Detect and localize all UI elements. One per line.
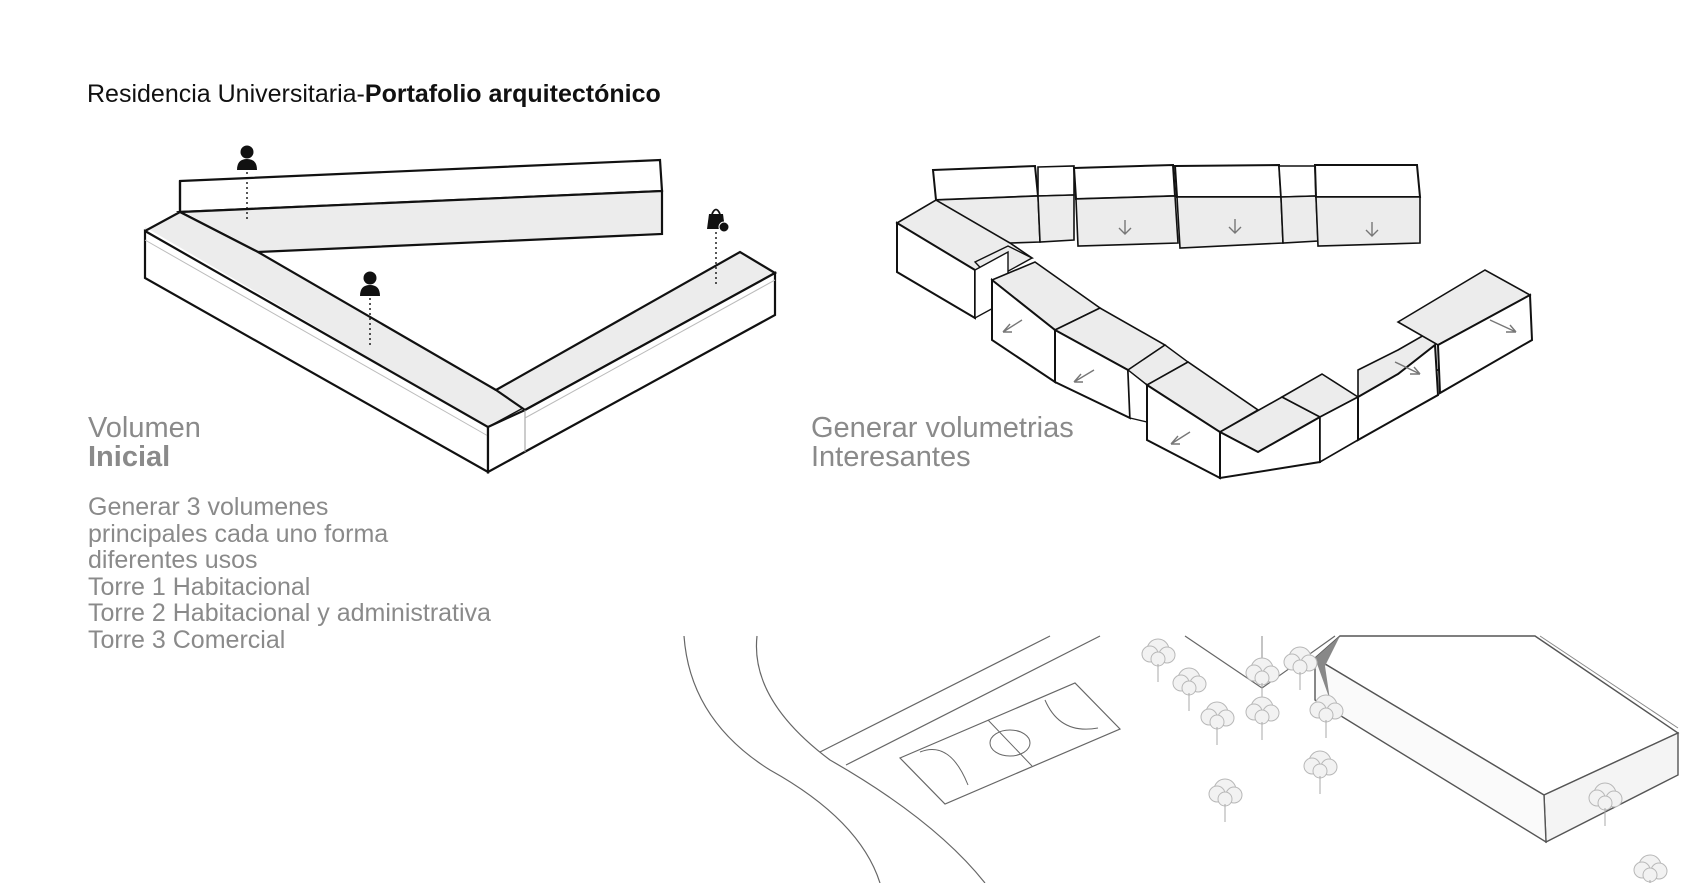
description-line: Torre 3 Comercial — [88, 625, 286, 654]
initial-volume-description: Generar 3 volumenes principales cada uno… — [88, 494, 491, 653]
initial-volume-diagram — [143, 145, 778, 474]
tower-2-volume — [143, 181, 526, 474]
title-bold: Portafolio arquitectónico — [364, 80, 661, 108]
page-title: Residencia Universitaria-Portafolio arqu… — [87, 80, 661, 109]
person-icon — [360, 271, 380, 348]
caption-line-2: Interesantes — [811, 441, 971, 473]
caption-line-1: Volumen — [88, 412, 201, 444]
site-plan — [683, 635, 1680, 883]
caption-line-2: Inicial — [88, 441, 171, 473]
person-icon — [237, 145, 257, 222]
tower-1-volume — [175, 158, 664, 254]
site-building — [1313, 635, 1680, 844]
right-diagonal-modules — [1218, 269, 1534, 480]
basketball-court — [898, 682, 1122, 805]
initial-volume-caption: Volumen Inicial — [88, 414, 201, 472]
articulated-volume-caption: Generar volumetrias Interesantes — [811, 414, 1074, 472]
description-line: diferentes usos — [88, 546, 258, 574]
title-regular: Residencia Universitaria- — [87, 80, 365, 108]
description-line: Torre 1 Habitacional — [88, 572, 311, 601]
caption-line-1: Generar volumetrias — [811, 412, 1074, 444]
top-bar-modules — [931, 163, 1422, 249]
tower-3-volume — [486, 250, 778, 474]
description-line: Torre 2 Habitacional y administrativa — [88, 599, 491, 627]
shopping-bag-icon — [707, 208, 730, 287]
description-line: Generar 3 volumenes — [88, 493, 329, 521]
description-line: principales cada uno forma — [88, 519, 389, 548]
left-diagonal-modules — [895, 199, 1260, 480]
articulated-volume-diagram — [895, 163, 1534, 480]
